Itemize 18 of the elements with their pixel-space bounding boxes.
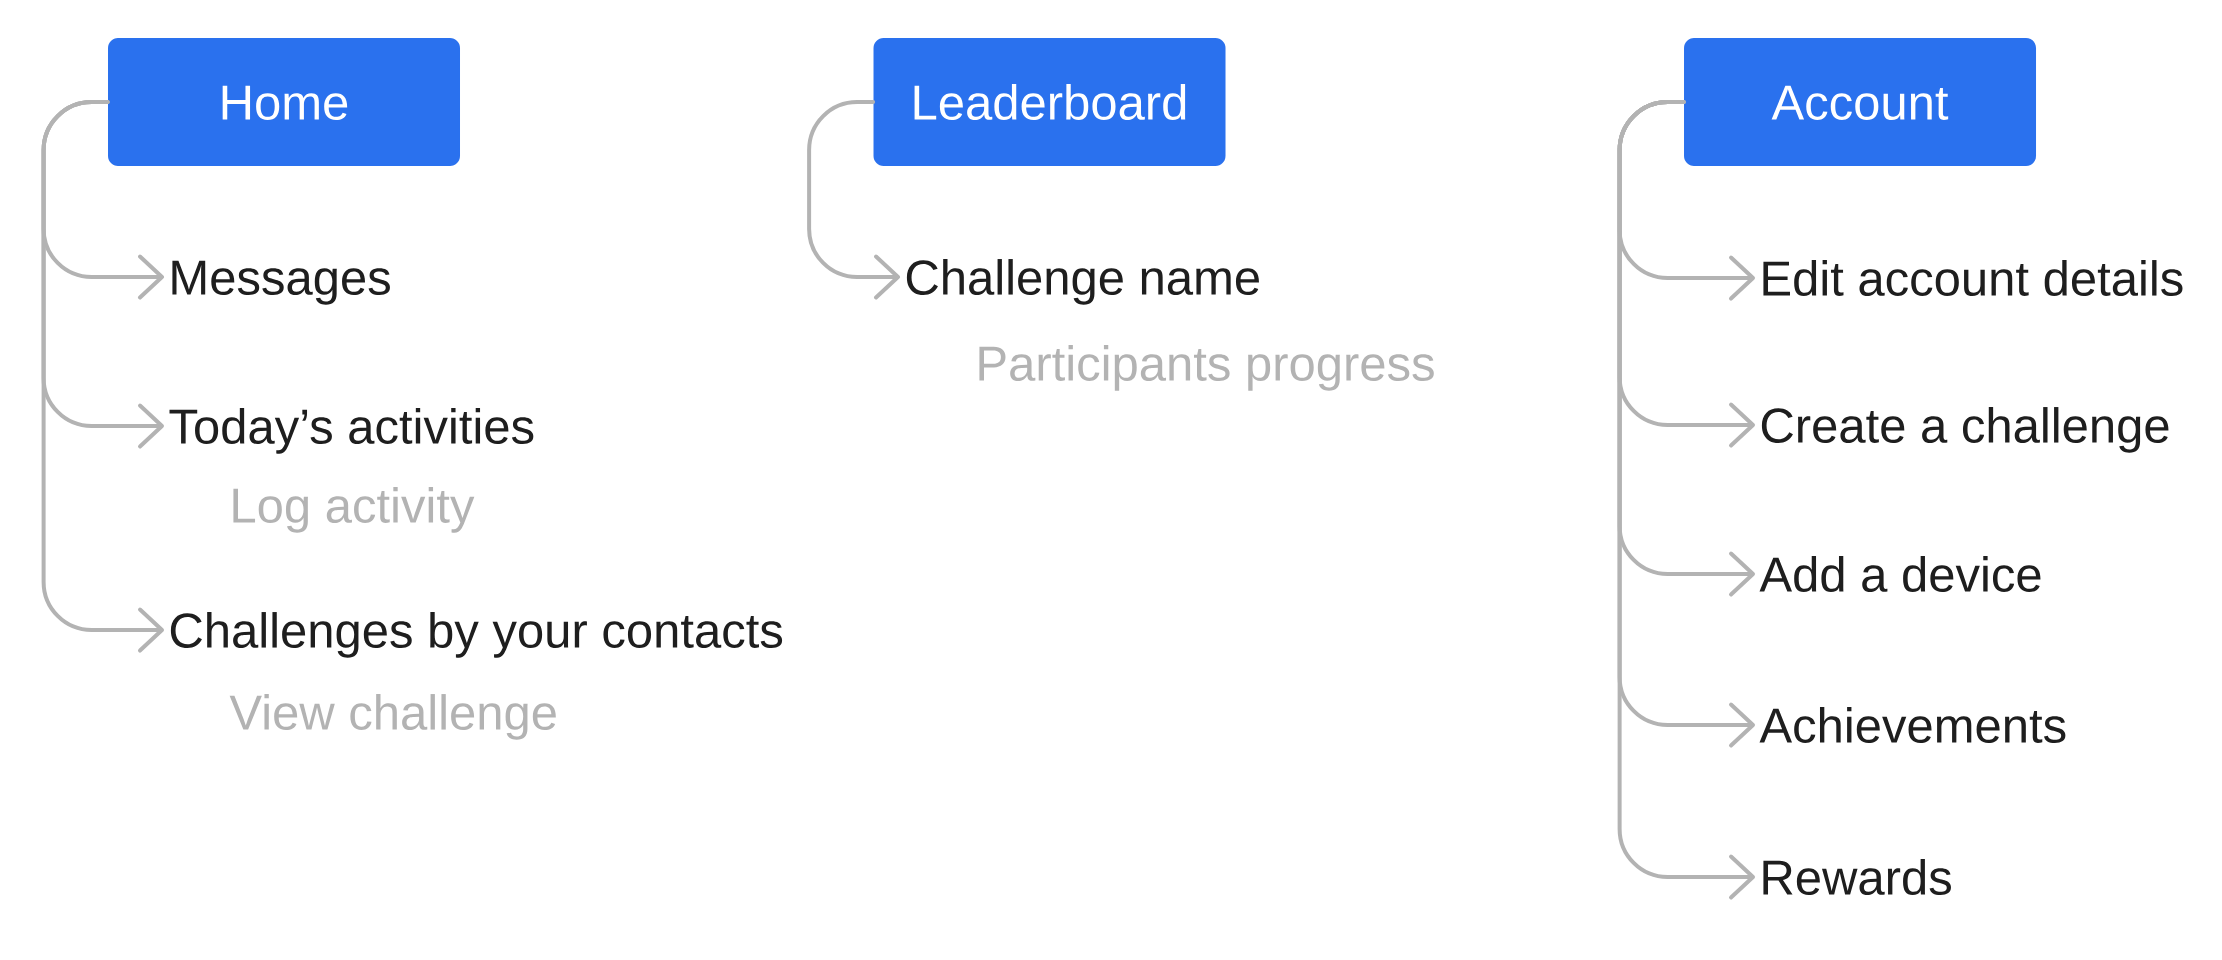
sub-label: Log activity	[233, 487, 475, 533]
item-label: Messages	[172, 260, 390, 305]
arrow	[807, 100, 900, 300]
header-box: Home	[108, 38, 460, 166]
header-box: Leaderboard	[873, 38, 1226, 166]
item-label: Add a device	[1759, 556, 2041, 593]
item-label: Challenges by your contacts	[170, 612, 783, 658]
header-box: Account	[1684, 38, 2036, 166]
item-label: Create a challenge	[1761, 407, 2169, 453]
sub-label: Participants progress	[979, 345, 1434, 391]
arrow	[1617, 100, 1755, 900]
arrow	[41, 100, 164, 653]
item-label: Achievements	[1759, 707, 2066, 744]
item-label: Rewards	[1763, 859, 1951, 896]
sub-label: View challenge	[229, 694, 556, 740]
item-label: Today’s activities	[169, 408, 534, 454]
item-label: Challenge name	[906, 259, 1259, 305]
item-label: Edit account details	[1763, 260, 2183, 297]
